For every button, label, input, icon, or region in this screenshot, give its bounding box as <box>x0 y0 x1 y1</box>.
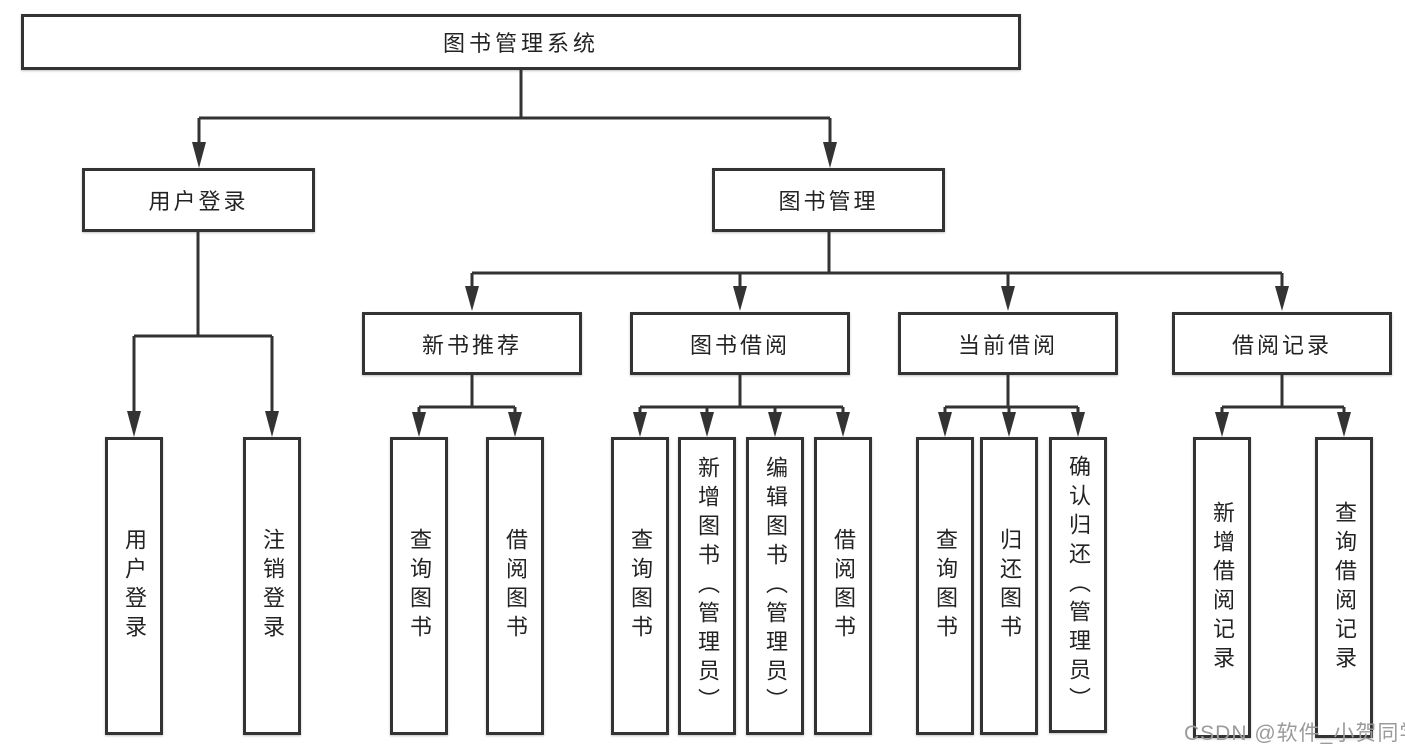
leaf-bb-borrow-books: 借阅图书 <box>814 437 872 735</box>
node-current-borrowing: 当前借阅 <box>898 312 1118 375</box>
leaf-bb-borrow-books-label: 借阅图书 <box>831 528 856 644</box>
leaf-bb-edit-books-admin: 编辑图书（管理员） <box>746 437 804 735</box>
node-book-borrowing: 图书借阅 <box>630 312 850 375</box>
node-book-management-label: 图书管理 <box>778 189 879 214</box>
csdn-watermark: CSDN @软件_小贺同学 <box>1184 722 1405 745</box>
leaf-cb-confirm-return-admin-label: 确认归还（管理员） <box>1066 454 1091 716</box>
node-user-login: 用户登录 <box>82 168 315 232</box>
node-current-borrowing-label: 当前借阅 <box>957 332 1058 358</box>
node-borrowing-records-label: 借阅记录 <box>1231 332 1332 358</box>
leaf-user-login: 用户登录 <box>105 437 163 735</box>
connector-new-book-recommend-to-leaves <box>412 375 522 437</box>
leaf-logout: 注销登录 <box>243 437 301 735</box>
connector-user-login-to-leaves <box>127 232 279 437</box>
connector-current-borrowing-to-leaves <box>938 375 1085 437</box>
node-root: 图书管理系统 <box>21 14 1021 70</box>
leaf-br-query-record: 查询借阅记录 <box>1315 437 1373 738</box>
connector-book-management-to-level3 <box>465 232 1289 311</box>
leaf-bb-add-books-admin-label: 新增图书（管理员） <box>695 455 720 717</box>
leaf-bb-query-books-label: 查询图书 <box>628 528 653 644</box>
node-new-book-recommend-label: 新书推荐 <box>421 332 522 358</box>
leaf-cb-confirm-return-admin: 确认归还（管理员） <box>1049 437 1107 733</box>
node-book-borrowing-label: 图书借阅 <box>689 332 790 358</box>
node-user-login-label: 用户登录 <box>148 189 249 214</box>
leaf-logout-label: 注销登录 <box>260 528 285 644</box>
node-root-label: 图书管理系统 <box>442 31 599 56</box>
leaf-nb-query-books: 查询图书 <box>390 437 448 735</box>
node-borrowing-records: 借阅记录 <box>1172 312 1392 375</box>
leaf-cb-query-books-label: 查询图书 <box>933 528 958 644</box>
connector-borrowing-records-to-leaves <box>1215 375 1351 437</box>
leaf-bb-add-books-admin: 新增图书（管理员） <box>678 437 736 735</box>
node-new-book-recommend: 新书推荐 <box>362 312 582 375</box>
leaf-br-add-record-label: 新增借阅记录 <box>1210 500 1235 675</box>
leaf-nb-query-books-label: 查询图书 <box>407 528 432 644</box>
leaf-cb-return-books-label: 归还图书 <box>997 528 1022 644</box>
connector-root-to-level2 <box>192 70 837 168</box>
leaf-nb-borrow-books-label: 借阅图书 <box>503 528 528 644</box>
leaf-br-query-record-label: 查询借阅记录 <box>1332 500 1357 675</box>
leaf-br-add-record: 新增借阅记录 <box>1193 437 1251 738</box>
leaf-bb-edit-books-admin-label: 编辑图书（管理员） <box>763 455 788 717</box>
leaf-bb-query-books: 查询图书 <box>611 437 669 735</box>
leaf-cb-return-books: 归还图书 <box>980 437 1038 735</box>
node-book-management: 图书管理 <box>712 168 945 232</box>
leaf-user-login-label: 用户登录 <box>122 528 147 644</box>
leaf-nb-borrow-books: 借阅图书 <box>486 437 544 735</box>
connector-book-borrowing-to-leaves <box>633 375 850 437</box>
leaf-cb-query-books: 查询图书 <box>916 437 974 735</box>
